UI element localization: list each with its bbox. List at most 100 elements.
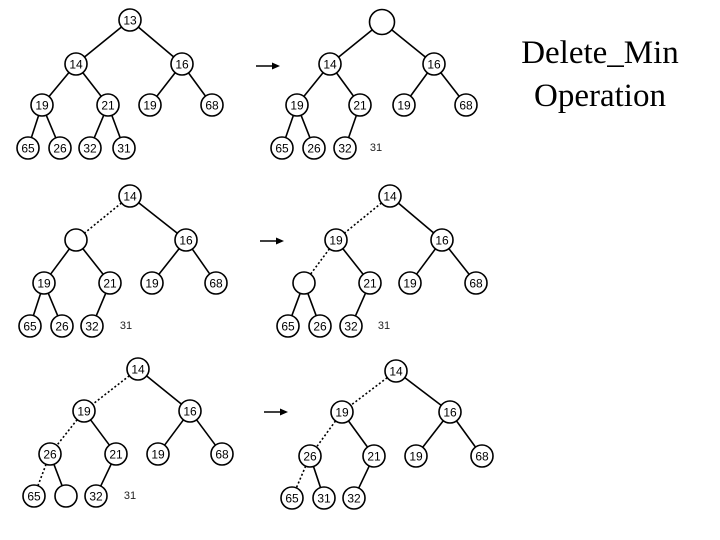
node-value: 21 xyxy=(103,277,117,291)
heap-node: 16 xyxy=(422,52,446,76)
node-circle xyxy=(170,52,194,76)
heap-node: 14 xyxy=(64,52,88,76)
node-circle xyxy=(138,93,162,117)
node-circle xyxy=(64,52,88,76)
tree-edge xyxy=(309,248,331,275)
heap-node: 26 xyxy=(48,136,72,160)
heap-node: 16 xyxy=(430,228,454,252)
heap-node: 32 xyxy=(333,136,357,160)
node-value: 16 xyxy=(179,234,193,248)
tree-edge xyxy=(53,463,63,487)
node-value: 32 xyxy=(344,320,358,334)
tree-edge xyxy=(163,419,185,446)
heap-node: 19 xyxy=(398,271,422,295)
tree-edge xyxy=(440,72,460,97)
node-value: 14 xyxy=(323,58,337,72)
heap-node: 65 xyxy=(280,486,304,510)
node-circle xyxy=(302,136,326,160)
node-circle xyxy=(333,136,357,160)
tree-edge xyxy=(49,248,71,275)
node-value: 32 xyxy=(89,490,103,504)
node-circle xyxy=(118,184,142,208)
node-circle xyxy=(200,93,224,117)
percolating-value: 31 xyxy=(370,142,382,154)
node-circle xyxy=(64,228,88,252)
tree-edge xyxy=(303,72,324,97)
heap-node: 21 xyxy=(96,93,120,117)
node-circle xyxy=(358,271,382,295)
node-circle xyxy=(285,93,309,117)
heap-node: 32 xyxy=(84,484,108,508)
node-value: 65 xyxy=(281,320,295,334)
node-circle xyxy=(276,314,300,338)
tree-edge xyxy=(187,72,207,97)
tree-edge xyxy=(84,26,122,58)
node-circle xyxy=(98,271,122,295)
tree-edge xyxy=(350,377,388,406)
node-value: 19 xyxy=(37,277,51,291)
node-circle xyxy=(384,359,408,383)
tree-edge xyxy=(390,28,426,58)
heap-hole xyxy=(368,8,396,36)
tree-edge xyxy=(347,420,369,448)
tree-edge xyxy=(307,293,317,316)
tree-edge xyxy=(404,377,442,406)
heap-node: 21 xyxy=(358,271,382,295)
node-value: 31 xyxy=(117,142,131,156)
node-value: 26 xyxy=(303,450,317,464)
heap-node: 19 xyxy=(330,400,354,424)
tree-edge xyxy=(100,463,112,487)
node-value: 21 xyxy=(353,99,367,113)
node-circle xyxy=(96,93,120,117)
tree-edge xyxy=(56,419,78,446)
tree-edge xyxy=(89,419,111,446)
node-circle xyxy=(104,442,128,466)
heap-node: 26 xyxy=(50,314,74,338)
node-circle xyxy=(18,314,42,338)
node-circle xyxy=(392,93,416,117)
tree-edge xyxy=(409,72,429,97)
heap-node: 68 xyxy=(204,271,228,295)
node-circle xyxy=(30,93,54,117)
percolating-value: 31 xyxy=(124,490,136,502)
node-value: 16 xyxy=(175,58,189,72)
arrow-2 xyxy=(260,237,284,245)
node-value: 65 xyxy=(21,142,35,156)
node-circle xyxy=(398,271,422,295)
tree-edge xyxy=(455,420,477,448)
node-value: 16 xyxy=(443,406,457,420)
tree-edge xyxy=(448,248,470,275)
node-value: 68 xyxy=(469,277,483,291)
tree-edge xyxy=(284,115,295,138)
node-circle xyxy=(78,136,102,160)
node-value: 19 xyxy=(403,277,417,291)
tree-edge xyxy=(315,420,337,448)
node-value: 68 xyxy=(205,99,219,113)
node-circle xyxy=(454,93,478,117)
tree-edge xyxy=(312,466,322,488)
tree-edge xyxy=(93,114,105,139)
node-circle xyxy=(339,314,363,338)
node-value: 19 xyxy=(329,234,343,248)
node-circle xyxy=(318,52,342,76)
heap-node: 19 xyxy=(404,444,428,468)
heap-node: 32 xyxy=(342,486,366,510)
heap-node: 19 xyxy=(72,399,96,423)
tree-edge xyxy=(344,202,382,234)
tree-edge xyxy=(422,420,444,448)
node-value: 65 xyxy=(27,490,41,504)
heap-node: 19 xyxy=(146,442,170,466)
node-value: 32 xyxy=(85,320,99,334)
heap-node: 19 xyxy=(140,271,164,295)
title-line-1: Delete_Min xyxy=(521,35,679,71)
node-circle xyxy=(32,271,56,295)
node-circle xyxy=(48,136,72,160)
node-circle xyxy=(348,93,372,117)
node-value: 19 xyxy=(151,448,165,462)
heap-node: 21 xyxy=(348,93,372,117)
node-circle xyxy=(16,136,40,160)
node-circle xyxy=(292,271,316,295)
tree-edge xyxy=(338,28,374,58)
